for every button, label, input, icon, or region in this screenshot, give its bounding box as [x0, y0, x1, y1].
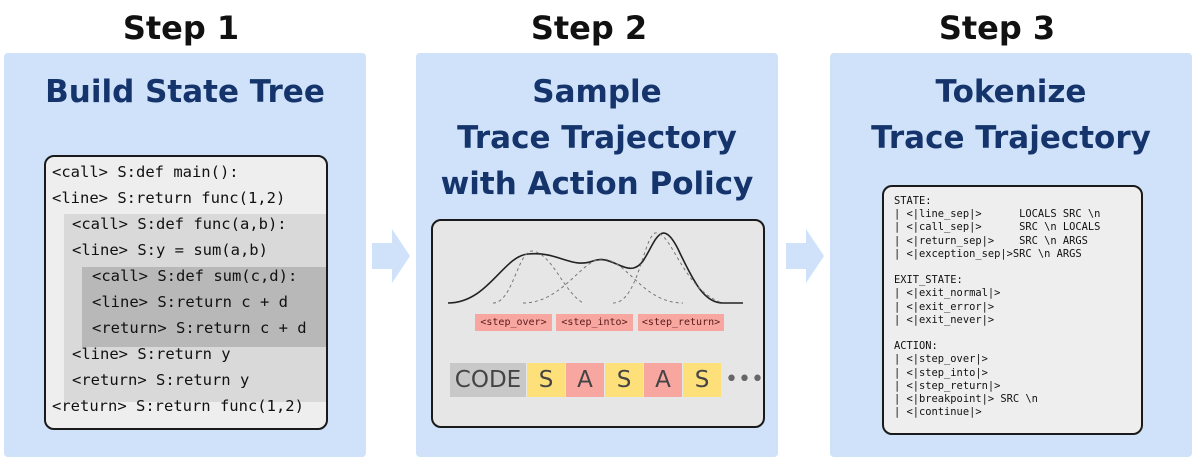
state-tree-box: <call> S:def main(): <line> S:return fun… — [44, 155, 328, 430]
vocab-line: | <|return_sep|> SRC \n ARGS — [894, 234, 1088, 247]
step-3-title-line: Trace Trajectory — [871, 120, 1151, 156]
vocab-line: | <|exit_never|> — [894, 313, 995, 326]
tree-line: <line> S:return y — [72, 345, 231, 363]
policy-distribution-curve — [447, 232, 743, 304]
step-2-title-line: Trace Trajectory — [457, 120, 737, 156]
tree-line: <line> S:return func(1,2) — [52, 189, 286, 207]
step-2-title-line: with Action Policy — [440, 166, 754, 202]
tree-line: <return> S:return func(1,2) — [52, 397, 304, 415]
vocab-line: | <|step_into|> — [894, 366, 988, 379]
ellipsis: ••• — [725, 367, 764, 392]
arrow-right-icon — [786, 229, 824, 283]
step-2-panel: Sample Trace Trajectory with Action Poli… — [416, 53, 778, 457]
vocab-line: | <|breakpoint|> SRC \n — [894, 393, 1038, 405]
token-vocabulary-box: STATE:| <|line_sep|> LOCALS SRC \n| <|ca… — [882, 185, 1143, 435]
vocab-line: | <|exception_sep|>SRC \n ARGS — [894, 247, 1082, 260]
vocab-line: | <|step_return|> — [894, 379, 1001, 392]
vocab-line: | <|line_sep|> LOCALS SRC \n — [894, 208, 1101, 221]
step-2-title-line: Sample — [532, 74, 662, 110]
token-code: CODE — [450, 363, 526, 397]
token-action: A — [566, 363, 604, 397]
arrow-right-icon — [372, 229, 410, 283]
tree-line: <call> S:def sum(c,d): — [92, 267, 298, 285]
vocab-line: EXIT_STATE: — [894, 274, 963, 287]
vocab-line: STATE: — [894, 195, 932, 207]
vocab-line: | <|call_sep|> SRC \n LOCALS — [894, 221, 1101, 234]
step-1-title: Build State Tree — [45, 74, 325, 110]
action-label-step-into: <step_into> — [556, 314, 633, 331]
token-state: S — [605, 363, 643, 397]
step-1-label: Step 1 — [122, 9, 240, 47]
vocab-line: ACTION: — [894, 340, 938, 353]
step-3-panel: Tokenize Trace Trajectory STATE:| <|line… — [830, 53, 1192, 457]
action-label-step-return: <step_return> — [638, 314, 724, 331]
token-state: S — [527, 363, 565, 397]
step-3-label: Step 3 — [938, 9, 1056, 47]
trajectory-box: <step_over> <step_into> <step_return> CO… — [431, 219, 765, 428]
nested-level-3-bg — [82, 267, 326, 347]
vocab-line: | <|exit_error|> — [894, 300, 995, 313]
tree-line: <line> S:y = sum(a,b) — [72, 241, 268, 259]
tree-line: <call> S:def func(a,b): — [72, 215, 287, 233]
tree-line: <line> S:return c + d — [92, 293, 288, 311]
step-3-title-line: Tokenize — [935, 74, 1087, 110]
token-action: A — [644, 363, 682, 397]
vocab-line: | <|continue|> — [894, 406, 982, 419]
vocab-line: | <|step_over|> — [894, 353, 988, 366]
action-label-step-over: <step_over> — [475, 314, 552, 331]
tree-line: <return> S:return c + d — [92, 319, 307, 337]
tree-line: <return> S:return y — [72, 371, 250, 389]
tree-line: <call> S:def main(): — [52, 163, 239, 181]
token-state: S — [683, 363, 721, 397]
step-2-label: Step 2 — [530, 9, 648, 47]
step-1-panel: Build State Tree <call> S:def main(): <l… — [4, 53, 366, 457]
vocab-line: | <|exit_normal|> — [894, 287, 1001, 300]
